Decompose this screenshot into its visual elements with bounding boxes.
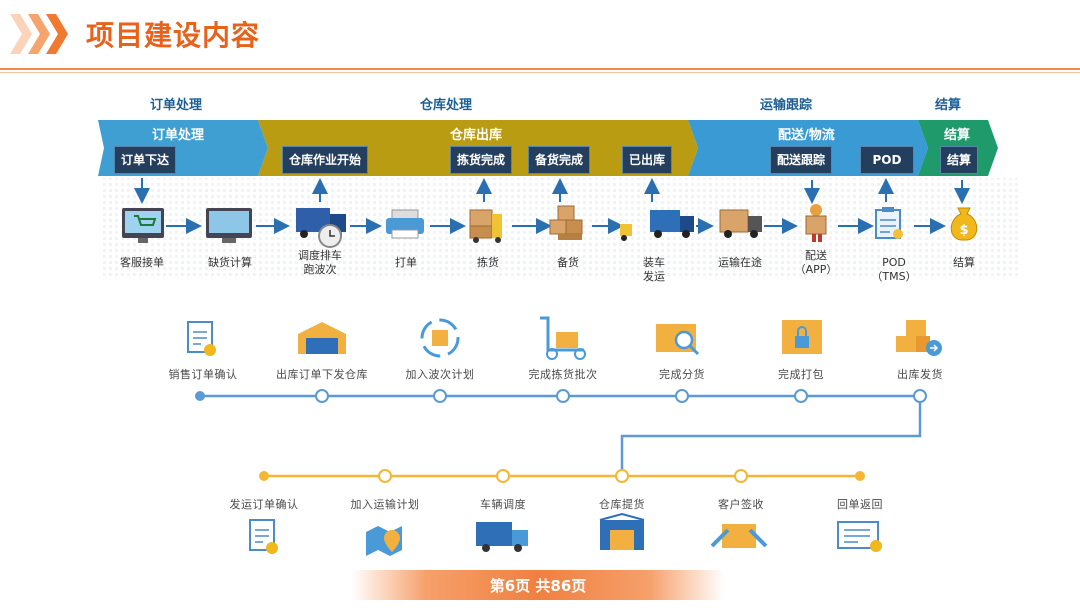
step-deliver: 配送 bbox=[805, 249, 827, 262]
step-settle: 结算 bbox=[953, 256, 975, 269]
page-number: 第6页 共86页 bbox=[489, 577, 587, 595]
band-label-warehouse-out: 仓库出库 bbox=[450, 128, 503, 143]
timeline-bottom-label-6: 回单返回 bbox=[837, 498, 883, 511]
computer-cart-icon bbox=[122, 208, 164, 243]
step-dispatch-wave: 跑波次 bbox=[303, 263, 337, 276]
band-label-order: 订单处理 bbox=[152, 128, 205, 143]
section-order: 订单处理 bbox=[150, 98, 203, 113]
timeline-bottom-label-3: 车辆调度 bbox=[480, 498, 526, 511]
step-pod-tms: （TMS） bbox=[871, 270, 917, 283]
truck-boxes-icon bbox=[719, 209, 762, 238]
timeline-top-label-6: 完成打包 bbox=[778, 368, 824, 381]
section-transport: 运输跟踪 bbox=[760, 98, 813, 113]
timeline-bottom-label-5: 客户签收 bbox=[718, 498, 764, 511]
timeline-top-label-4: 完成拣货批次 bbox=[528, 368, 598, 381]
timeline-top-label-3: 加入波次计划 bbox=[405, 368, 475, 381]
box-search-icon bbox=[656, 324, 700, 356]
page-title: 项目建设内容 bbox=[86, 19, 261, 52]
header-divider bbox=[0, 72, 1080, 73]
step-ship: 发运 bbox=[643, 270, 665, 283]
timeline-bottom-nodes bbox=[259, 469, 865, 483]
chevron-icon bbox=[46, 14, 68, 54]
stage-picking-done: 拣货完成 bbox=[450, 146, 513, 174]
band-label-settlement: 结算 bbox=[944, 128, 971, 143]
money-bag-icon: $ bbox=[950, 207, 978, 241]
stage-prep-done: 备货完成 bbox=[528, 146, 591, 174]
timeline-top-label-2: 出库订单下发仓库 bbox=[276, 368, 368, 381]
section-warehouse: 仓库处理 bbox=[420, 98, 473, 113]
timeline-bottom-label-2: 加入运输计划 bbox=[350, 498, 420, 511]
truck-icon bbox=[476, 522, 528, 552]
header: 项目建设内容 bbox=[0, 0, 1080, 73]
customer-sign-icon bbox=[710, 524, 768, 548]
timeline-top-nodes bbox=[195, 389, 927, 403]
wave-plan-icon bbox=[420, 318, 460, 358]
delivery-person-icon bbox=[805, 204, 827, 242]
svg-text:$: $ bbox=[959, 223, 968, 238]
map-pin-icon bbox=[366, 526, 402, 556]
receipt-return-icon bbox=[837, 521, 882, 552]
step-shortage-calc: 缺货计算 bbox=[208, 256, 252, 269]
stage-warehouse-start: 仓库作业开始 bbox=[282, 146, 369, 174]
chevron-icon bbox=[28, 14, 50, 54]
step-deliver-app: （APP） bbox=[794, 263, 838, 276]
truck-clock-icon bbox=[296, 208, 346, 248]
step-in-transit: 运输在途 bbox=[718, 256, 762, 269]
timeline-top-label-5: 完成分货 bbox=[659, 368, 705, 381]
hand-cart-icon bbox=[540, 316, 586, 360]
step-print: 打单 bbox=[395, 256, 417, 269]
stage-out-of-stock: 已出库 bbox=[622, 146, 673, 174]
forklift-truck-icon bbox=[620, 210, 694, 241]
boxes-dispatch-icon bbox=[896, 320, 942, 356]
header-divider bbox=[0, 68, 1080, 70]
shipping-order-icon bbox=[249, 519, 278, 554]
step-customer-order: 客服接单 bbox=[120, 256, 164, 269]
printer-icon bbox=[386, 209, 424, 239]
section-settlement: 结算 bbox=[935, 98, 962, 113]
step-load: 装车 bbox=[643, 256, 665, 269]
timeline-bottom-label-1: 发运订单确认 bbox=[229, 498, 299, 511]
order-confirm-icon bbox=[187, 321, 216, 356]
forklift-boxes-icon bbox=[469, 209, 502, 243]
flow-arrows bbox=[134, 178, 970, 234]
band-label-delivery: 配送/物流 bbox=[778, 128, 835, 143]
step-dispatch: 调度排车 bbox=[298, 249, 342, 262]
step-pod: POD bbox=[882, 256, 906, 269]
timeline-top-label-7: 出库发货 bbox=[897, 368, 943, 381]
chevron-icon bbox=[10, 14, 32, 54]
page-indicator: 第6页 共86页 bbox=[352, 570, 724, 600]
stage-pod: POD bbox=[860, 146, 914, 174]
boxes-icon bbox=[549, 205, 583, 240]
timeline-bottom-label-4: 仓库提货 bbox=[599, 498, 645, 511]
clipboard-icon bbox=[875, 207, 903, 239]
stage-order-placed: 订单下达 bbox=[114, 146, 177, 174]
timeline-diagram bbox=[187, 316, 942, 556]
step-prepare: 备货 bbox=[557, 256, 579, 269]
warehouse-icon bbox=[298, 322, 346, 354]
stage-delivery-tracking: 配送跟踪 bbox=[770, 146, 833, 174]
warehouse-pickup-icon bbox=[599, 512, 645, 550]
computer-icon bbox=[206, 208, 252, 243]
step-pick: 拣货 bbox=[477, 256, 499, 269]
stage-settlement: 结算 bbox=[940, 146, 979, 174]
box-lock-icon bbox=[782, 320, 822, 354]
timeline-top-label-1: 销售订单确认 bbox=[168, 368, 238, 381]
timeline-connector bbox=[620, 396, 922, 476]
